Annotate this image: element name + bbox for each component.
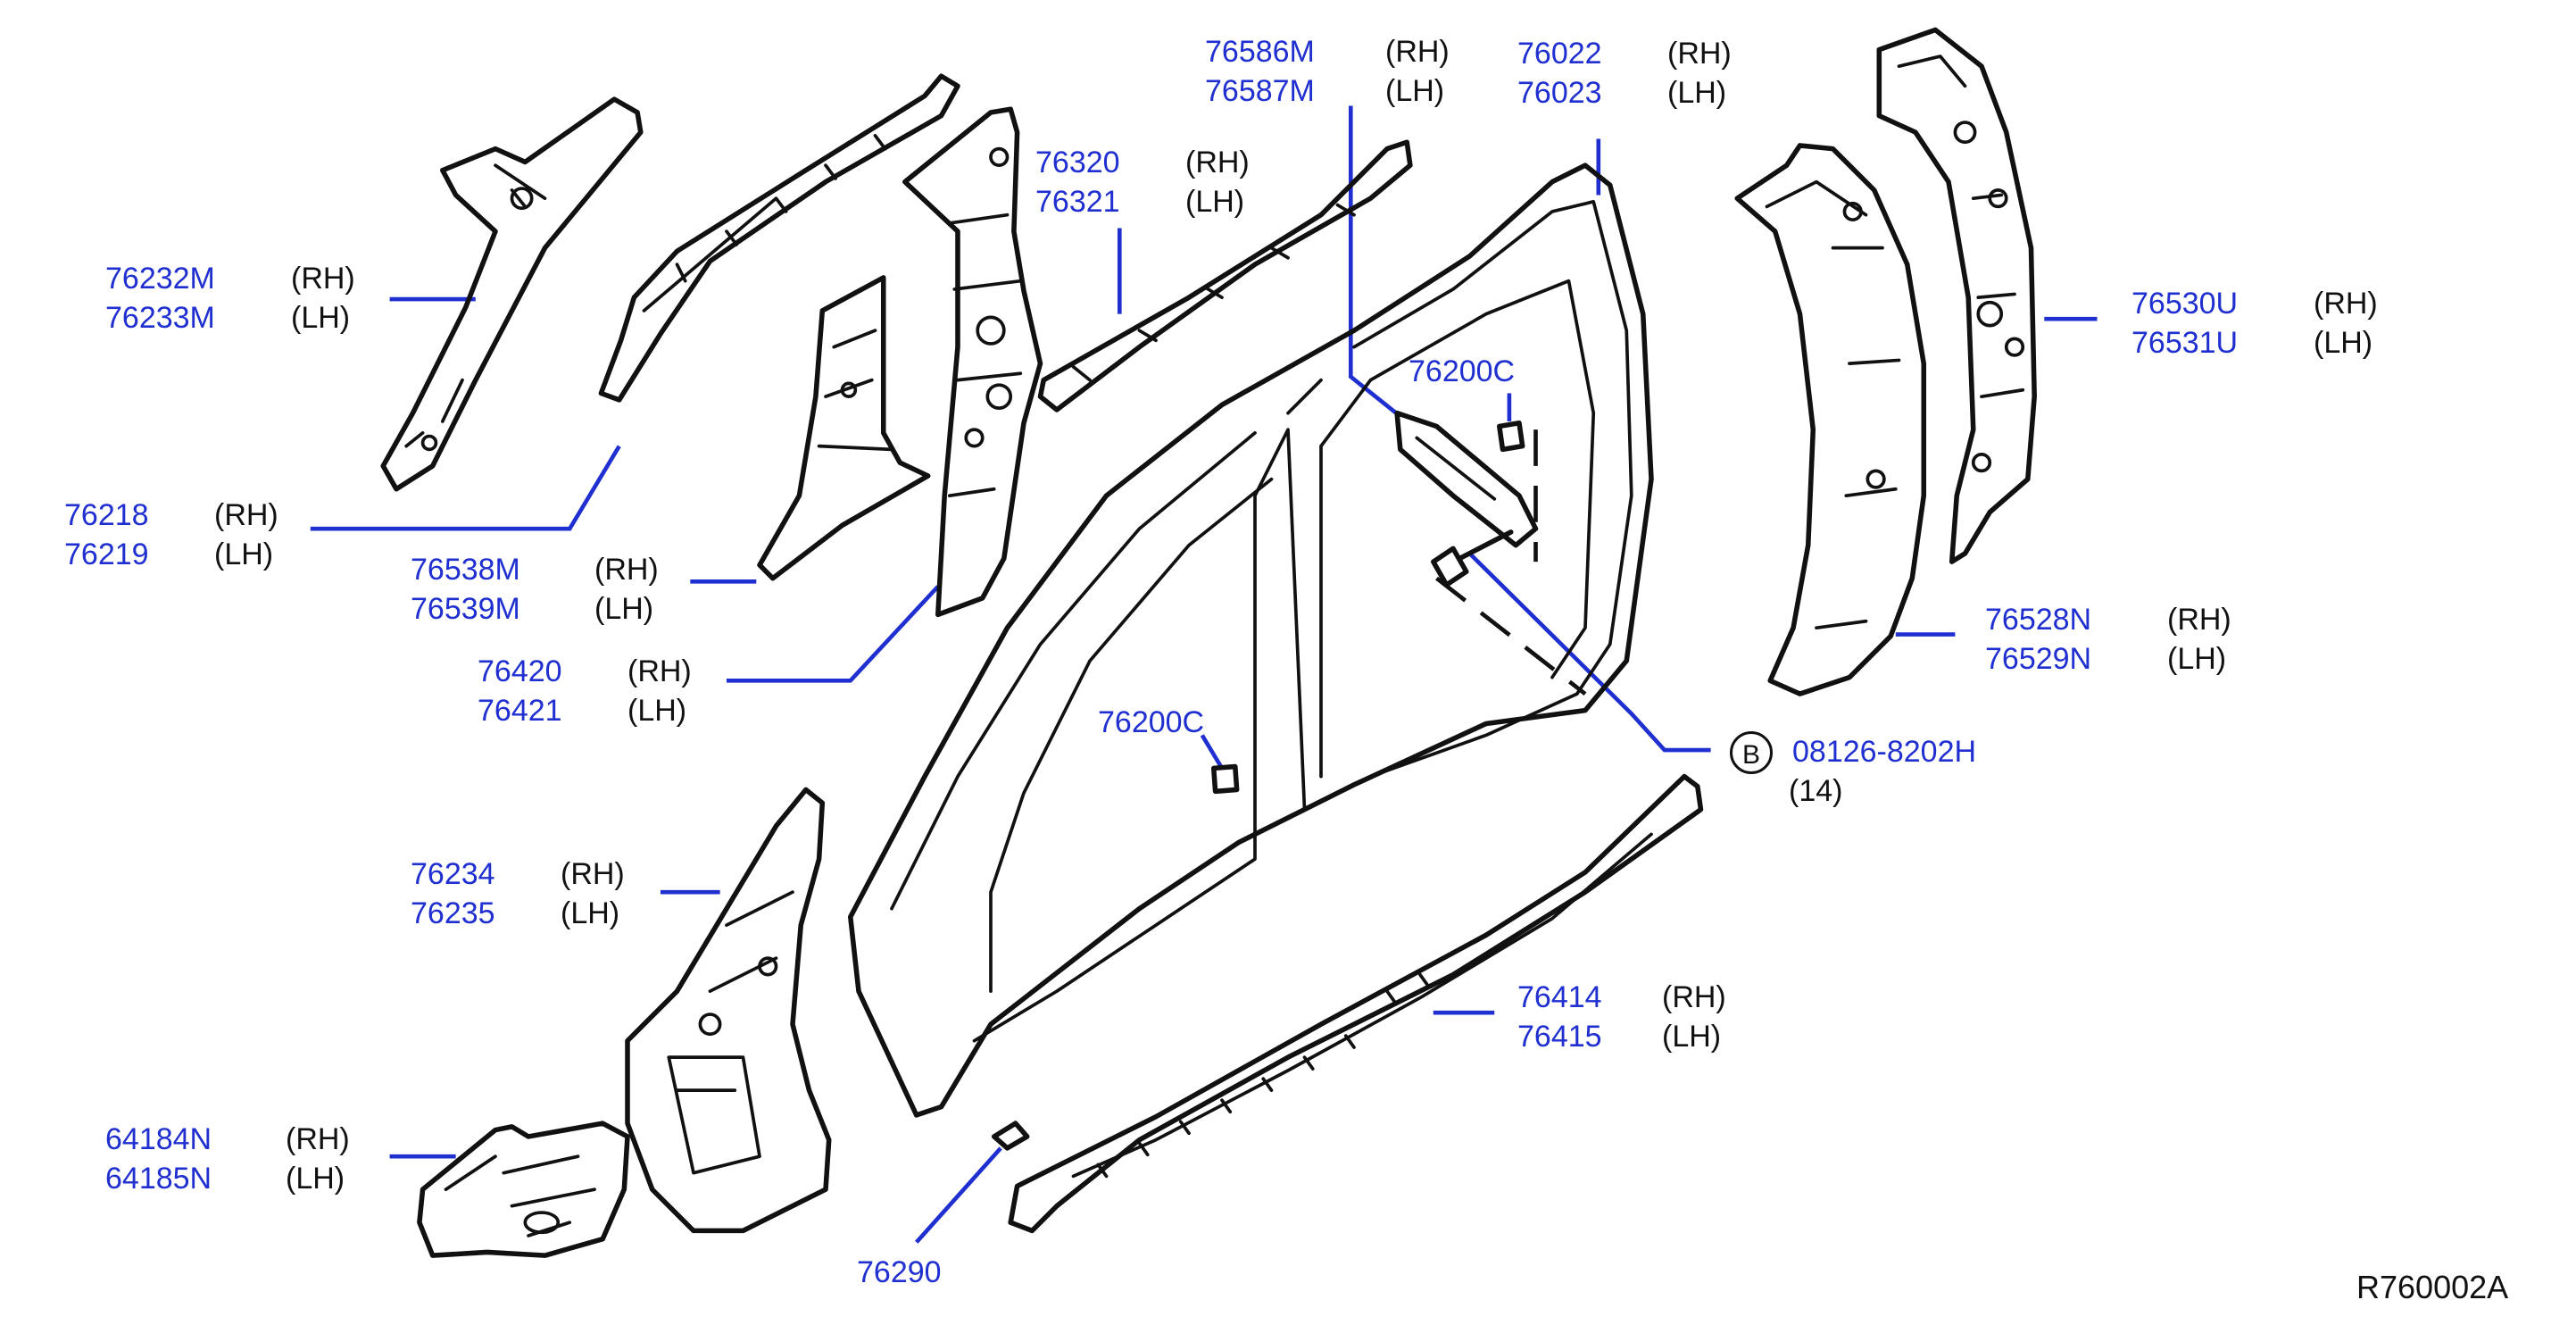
part-number: 76414 bbox=[1517, 980, 1602, 1014]
roof-side-reinforcement bbox=[1037, 139, 1413, 412]
label-76022: 76022 76023 bbox=[1517, 34, 1602, 112]
label-76530u: 76530U 76531U bbox=[2131, 284, 2238, 362]
side-rh: (RH) bbox=[291, 262, 355, 296]
part-number-lh: 76219 bbox=[64, 538, 149, 571]
side-lh: (LH) bbox=[286, 1162, 345, 1196]
part-number-lh: 76587M bbox=[1205, 74, 1315, 108]
label-76022-side: (RH) (LH) bbox=[1667, 34, 1732, 112]
part-number-lh: 76421 bbox=[478, 694, 562, 728]
side-lh: (LH) bbox=[1667, 76, 1727, 110]
label-clip-lower: 76200C bbox=[1098, 705, 1205, 739]
label-76420-side: (RH) (LH) bbox=[627, 652, 692, 730]
label-76538m: 76538M 76539M bbox=[411, 550, 520, 629]
label-76414: 76414 76415 bbox=[1517, 978, 1602, 1056]
side-lh: (LH) bbox=[1185, 185, 1245, 219]
clip-upper bbox=[1497, 420, 1525, 453]
part-number-lh: 76531U bbox=[2131, 326, 2239, 360]
label-76586m: 76586M 76587M bbox=[1205, 32, 1315, 111]
label-64184n: 64184N 64185N bbox=[105, 1120, 212, 1198]
rear-pillar-outer bbox=[1876, 27, 2037, 564]
label-76414-side: (RH) (LH) bbox=[1662, 978, 1726, 1056]
label-76420: 76420 76421 bbox=[478, 652, 562, 730]
side-rh: (RH) bbox=[627, 654, 692, 688]
part-number-lh: 76235 bbox=[411, 896, 495, 930]
label-76320: 76320 76321 bbox=[1035, 143, 1120, 221]
label-76232m: 76232M 76233M bbox=[105, 259, 215, 338]
rear-pillar-inner bbox=[1734, 143, 1927, 696]
label-76218: 76218 76219 bbox=[64, 496, 149, 574]
label-bolt: 08126-8202H bbox=[1792, 735, 1977, 769]
side-rh: (RH) bbox=[214, 498, 278, 532]
a-pillar-upper-inner bbox=[380, 96, 644, 492]
side-lh: (LH) bbox=[214, 538, 274, 571]
part-number: 76420 bbox=[478, 654, 562, 688]
side-lh: (LH) bbox=[1385, 74, 1445, 108]
part-number-lh: 76415 bbox=[1517, 1020, 1602, 1054]
side-rh: (RH) bbox=[2167, 603, 2231, 637]
label-64184n-side: (RH) (LH) bbox=[286, 1120, 350, 1198]
part-number: 76232M bbox=[105, 262, 215, 296]
label-76586m-side: (RH) (LH) bbox=[1385, 32, 1450, 111]
diagram-reference: R760002A bbox=[2356, 1269, 2509, 1305]
part-number-lh: 76233M bbox=[105, 301, 215, 335]
label-76530u-side: (RH) (LH) bbox=[2314, 284, 2378, 362]
side-rh: (RH) bbox=[2314, 287, 2378, 321]
label-76528n-side: (RH) (LH) bbox=[2167, 600, 2231, 679]
part-number: 76530U bbox=[2131, 287, 2239, 321]
label-76320-side: (RH) (LH) bbox=[1185, 143, 1250, 221]
leader-lines bbox=[310, 105, 2098, 1244]
label-76290: 76290 bbox=[857, 1255, 942, 1289]
side-rh: (RH) bbox=[286, 1122, 350, 1156]
bolt-callout-circle: B bbox=[1730, 731, 1773, 774]
b-pillar-inner bbox=[902, 106, 1043, 618]
wheelhouse-extension bbox=[417, 1121, 630, 1258]
side-lh: (LH) bbox=[1662, 1020, 1722, 1054]
label-76234-side: (RH) (LH) bbox=[561, 854, 625, 933]
part-number: 76320 bbox=[1035, 146, 1120, 179]
side-rh: (RH) bbox=[1667, 37, 1732, 71]
side-rh: (RH) bbox=[561, 857, 625, 891]
side-rh: (RH) bbox=[1385, 35, 1450, 69]
part-number: 76528N bbox=[1985, 603, 2092, 637]
side-lh: (LH) bbox=[291, 301, 351, 335]
part-number-lh: 76529N bbox=[1985, 642, 2092, 676]
part-number: 76538M bbox=[411, 553, 520, 587]
label-bolt-qty: (14) bbox=[1789, 774, 1843, 808]
side-lh: (LH) bbox=[561, 896, 620, 930]
label-76528n: 76528N 76529N bbox=[1985, 600, 2091, 679]
part-number-lh: 76321 bbox=[1035, 185, 1120, 219]
clip-lower bbox=[1210, 763, 1240, 795]
side-lh: (LH) bbox=[627, 694, 687, 728]
bolt bbox=[1431, 429, 1587, 696]
side-bracket bbox=[1394, 410, 1539, 548]
part-number-lh: 76539M bbox=[411, 592, 520, 626]
side-lh: (LH) bbox=[2314, 326, 2373, 360]
side-lh: (LH) bbox=[2167, 642, 2227, 676]
side-lh: (LH) bbox=[594, 592, 654, 626]
front-pillar-hinge bbox=[625, 787, 832, 1234]
label-76232m-side: (RH) (LH) bbox=[291, 259, 355, 338]
side-rh: (RH) bbox=[594, 553, 659, 587]
part-number-lh: 64185N bbox=[105, 1162, 212, 1196]
part-number-lh: 76023 bbox=[1517, 76, 1602, 110]
label-76538m-side: (RH) (LH) bbox=[594, 550, 659, 629]
part-number: 76234 bbox=[411, 857, 495, 891]
label-76234: 76234 76235 bbox=[411, 854, 495, 933]
side-rh: (RH) bbox=[1185, 146, 1250, 179]
front-pillar-lower bbox=[757, 275, 931, 581]
part-number: 76218 bbox=[64, 498, 149, 532]
part-number: 64184N bbox=[105, 1122, 212, 1156]
part-number: 76586M bbox=[1205, 35, 1315, 69]
part-number: 76022 bbox=[1517, 37, 1602, 71]
sill-outer bbox=[1008, 773, 1704, 1234]
side-rh: (RH) bbox=[1662, 980, 1726, 1014]
label-clip-upper: 76200C bbox=[1408, 354, 1516, 388]
small-bracket bbox=[991, 1121, 1030, 1151]
roof-rail bbox=[598, 73, 960, 403]
label-76218-side: (RH) (LH) bbox=[214, 496, 278, 574]
body-side-outer bbox=[847, 162, 1654, 1118]
